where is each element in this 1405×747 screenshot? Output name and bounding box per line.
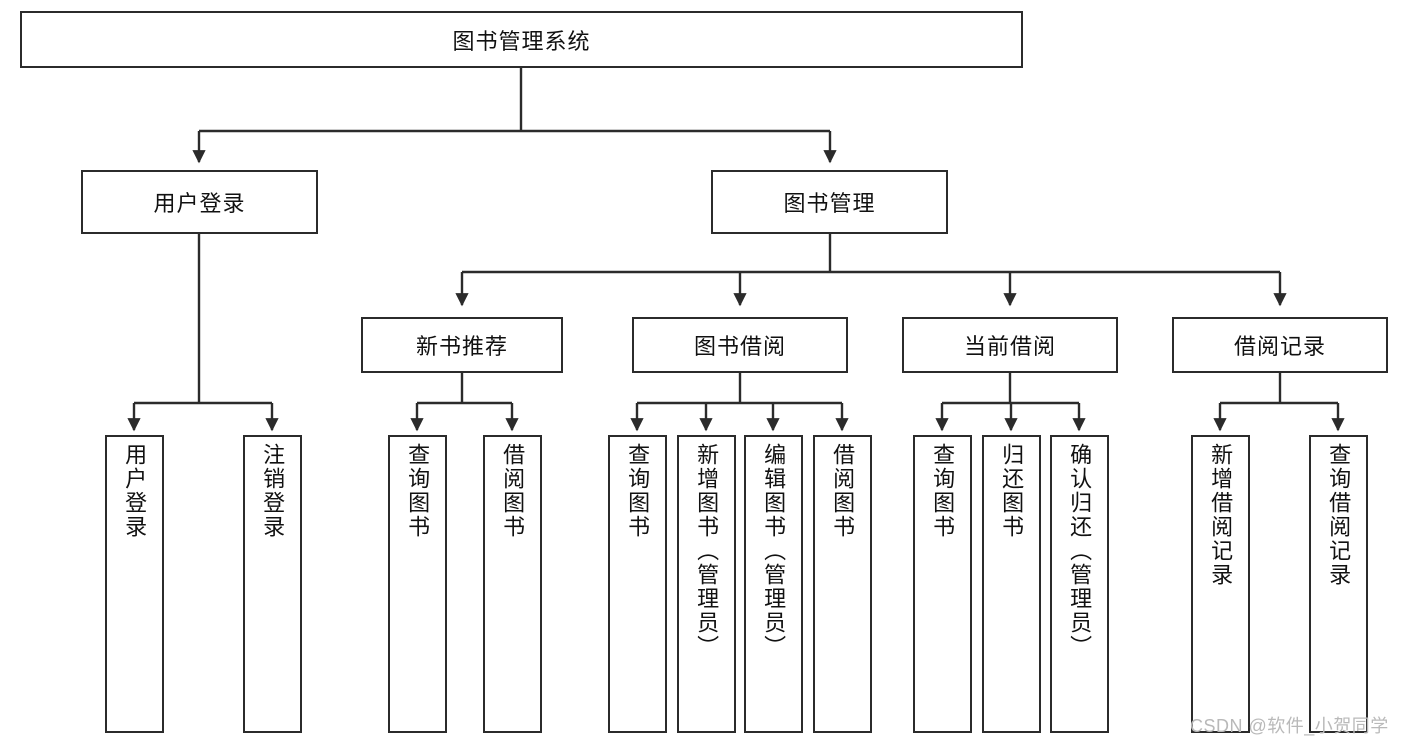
node-label: 新增图书（管理员） [694,443,720,659]
node-current-borrow[interactable]: 当前借阅 [902,317,1118,373]
node-label: 当前借阅 [963,334,1056,359]
leaf-current-confirm-return-admin[interactable]: 确认归还（管理员） [1050,435,1109,733]
node-root-system[interactable]: 图书管理系统 [20,11,1023,68]
node-label: 用户登录 [122,443,148,539]
leaf-recommend-query-book[interactable]: 查询图书 [388,435,447,733]
node-label: 编辑图书（管理员） [761,443,787,659]
node-label: 新书推荐 [415,334,508,359]
leaf-record-query-record[interactable]: 查询借阅记录 [1309,435,1368,733]
node-label: 查询图书 [625,443,651,539]
leaf-user-login-signout[interactable]: 注销登录 [243,435,302,733]
leaf-borrow-edit-book-admin[interactable]: 编辑图书（管理员） [744,435,803,733]
leaf-current-query-book[interactable]: 查询图书 [913,435,972,733]
node-label: 查询借阅记录 [1326,443,1352,587]
node-label: 归还图书 [999,443,1025,539]
node-label: 用户登录 [153,191,246,216]
leaf-borrow-borrow-book[interactable]: 借阅图书 [813,435,872,733]
node-label: 借阅记录 [1233,334,1326,359]
node-borrow-record[interactable]: 借阅记录 [1172,317,1388,373]
node-label: 确认归还（管理员） [1067,443,1093,659]
node-book-borrow[interactable]: 图书借阅 [632,317,848,373]
node-label: 注销登录 [260,443,286,539]
node-label: 借阅图书 [830,443,856,539]
csdn-watermark: CSDN @软件_小贺同学 [1190,716,1389,736]
leaf-recommend-borrow-book[interactable]: 借阅图书 [483,435,542,733]
leaf-borrow-add-book-admin[interactable]: 新增图书（管理员） [677,435,736,733]
node-label: 图书管理系统 [452,28,591,54]
node-label: 查询图书 [405,443,431,539]
leaf-user-login-signin[interactable]: 用户登录 [105,435,164,733]
leaf-record-add-record[interactable]: 新增借阅记录 [1191,435,1250,733]
node-label: 图书借阅 [693,334,786,359]
leaf-borrow-query-book[interactable]: 查询图书 [608,435,667,733]
node-label: 借阅图书 [500,443,526,539]
node-user-login[interactable]: 用户登录 [81,170,318,234]
node-label: 图书管理 [783,191,876,216]
node-label: 新增借阅记录 [1208,443,1234,587]
leaf-current-return-book[interactable]: 归还图书 [982,435,1041,733]
node-label: 查询图书 [930,443,956,539]
node-book-management[interactable]: 图书管理 [711,170,948,234]
node-new-book-recommend[interactable]: 新书推荐 [361,317,563,373]
